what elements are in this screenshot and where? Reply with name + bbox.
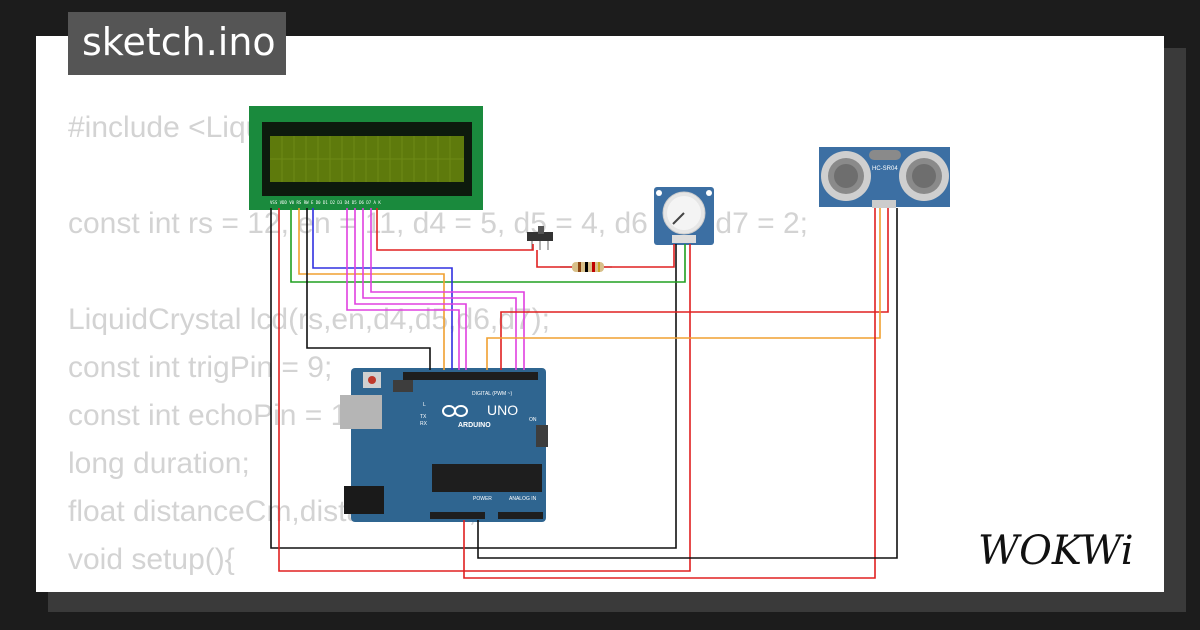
analog-label: ANALOG IN xyxy=(509,496,537,502)
code-line: lcd.begin(16,2); xyxy=(68,584,808,592)
code-line: void setup(){ xyxy=(68,543,235,576)
l-label: L xyxy=(423,402,426,408)
rx-label: RX xyxy=(420,421,428,427)
slide-switch[interactable] xyxy=(527,226,553,250)
wires xyxy=(270,208,898,579)
code-line: const int trigPin = 9; xyxy=(68,351,333,384)
sketch-title: sketch.ino xyxy=(82,20,276,64)
code-line: LiquidCrystal lcd(rs,en,d4,d5,d6,d7); xyxy=(68,303,550,336)
on-label: ON xyxy=(529,417,537,423)
tx-label: TX xyxy=(420,414,427,420)
code-line: long duration; xyxy=(68,447,250,480)
lcd-pin-labels: VSS VDD V0 RS RW E D0 D1 D2 D3 D4 D5 D6 … xyxy=(270,200,381,205)
digital-label: DIGITAL (PWM ~) xyxy=(472,391,512,397)
sensor-model-label: HC-SR04 xyxy=(872,166,898,172)
arduino-infinity-logo xyxy=(442,405,468,417)
lcd-display[interactable]: VSS VDD V0 RS RW E D0 D1 D2 D3 D4 D5 D6 … xyxy=(249,106,483,210)
power-label: POWER xyxy=(473,496,492,502)
arduino-uno[interactable]: DIGITAL (PWM ~) UNO ARDUINO ON TX RX L P… xyxy=(340,368,548,522)
potentiometer[interactable] xyxy=(654,187,714,245)
code-line: const int rs = 12, en = 11, d4 = 5, d5 =… xyxy=(68,207,808,240)
wokwi-logo: WOKWi xyxy=(978,528,1134,574)
ultrasonic-sensor[interactable]: HC-SR04 xyxy=(819,147,950,208)
arduino-model: UNO xyxy=(487,402,518,418)
title-badge: sketch.ino xyxy=(68,12,286,75)
arduino-brand: ARDUINO xyxy=(458,422,491,429)
wokwi-logo-text: WOKWi xyxy=(978,528,1134,574)
